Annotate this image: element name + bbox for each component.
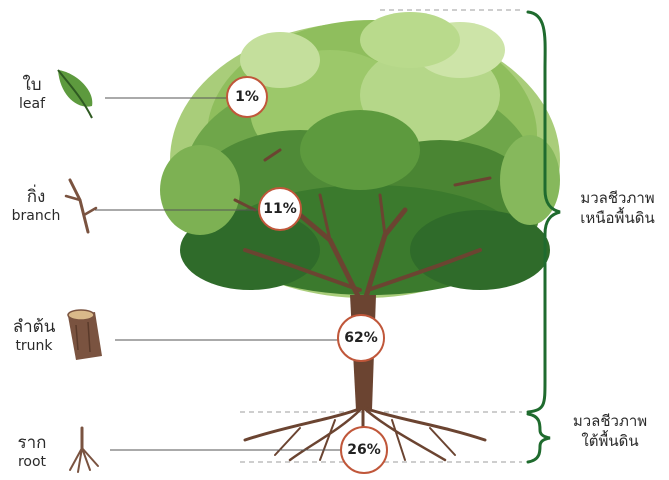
root-label: ราก root [10, 434, 54, 470]
leaf-icon [58, 70, 92, 118]
leaf-thai-label: ใบ [10, 76, 54, 96]
above-ground-line2: เหนือพื้นดิน [570, 208, 665, 228]
branch-icon [66, 180, 96, 232]
below-ground-line1: มวลชีวภาพ [560, 411, 660, 431]
branch-thai-label: กิ่ง [6, 188, 66, 208]
leaf-label: ใบ leaf [10, 76, 54, 112]
branch-english-label: branch [6, 208, 66, 224]
tree-canopy [160, 12, 560, 298]
leaf-english-label: leaf [10, 96, 54, 112]
below-ground-line2: ใต้พื้นดิน [560, 431, 660, 451]
branch-percent-badge: 11% [258, 187, 302, 231]
root-icon [70, 428, 98, 472]
trunk-label: ลำต้น trunk [8, 318, 60, 354]
above-ground-line1: มวลชีวภาพ [570, 188, 665, 208]
above-ground-biomass-label: มวลชีวภาพ เหนือพื้นดิน [570, 188, 665, 229]
root-percent-badge: 26% [340, 426, 388, 474]
root-english-label: root [10, 454, 54, 470]
trunk-percent-badge: 62% [337, 314, 385, 362]
below-ground-biomass-label: มวลชีวภาพ ใต้พื้นดิน [560, 411, 660, 452]
root-thai-label: ราก [10, 434, 54, 454]
trunk-english-label: trunk [8, 338, 60, 354]
trunk-thai-label: ลำต้น [8, 318, 60, 338]
branch-label: กิ่ง branch [6, 188, 66, 224]
below-ground-brace [528, 414, 550, 462]
trunk-icon [68, 310, 102, 360]
leaf-percent-badge: 1% [226, 76, 268, 118]
